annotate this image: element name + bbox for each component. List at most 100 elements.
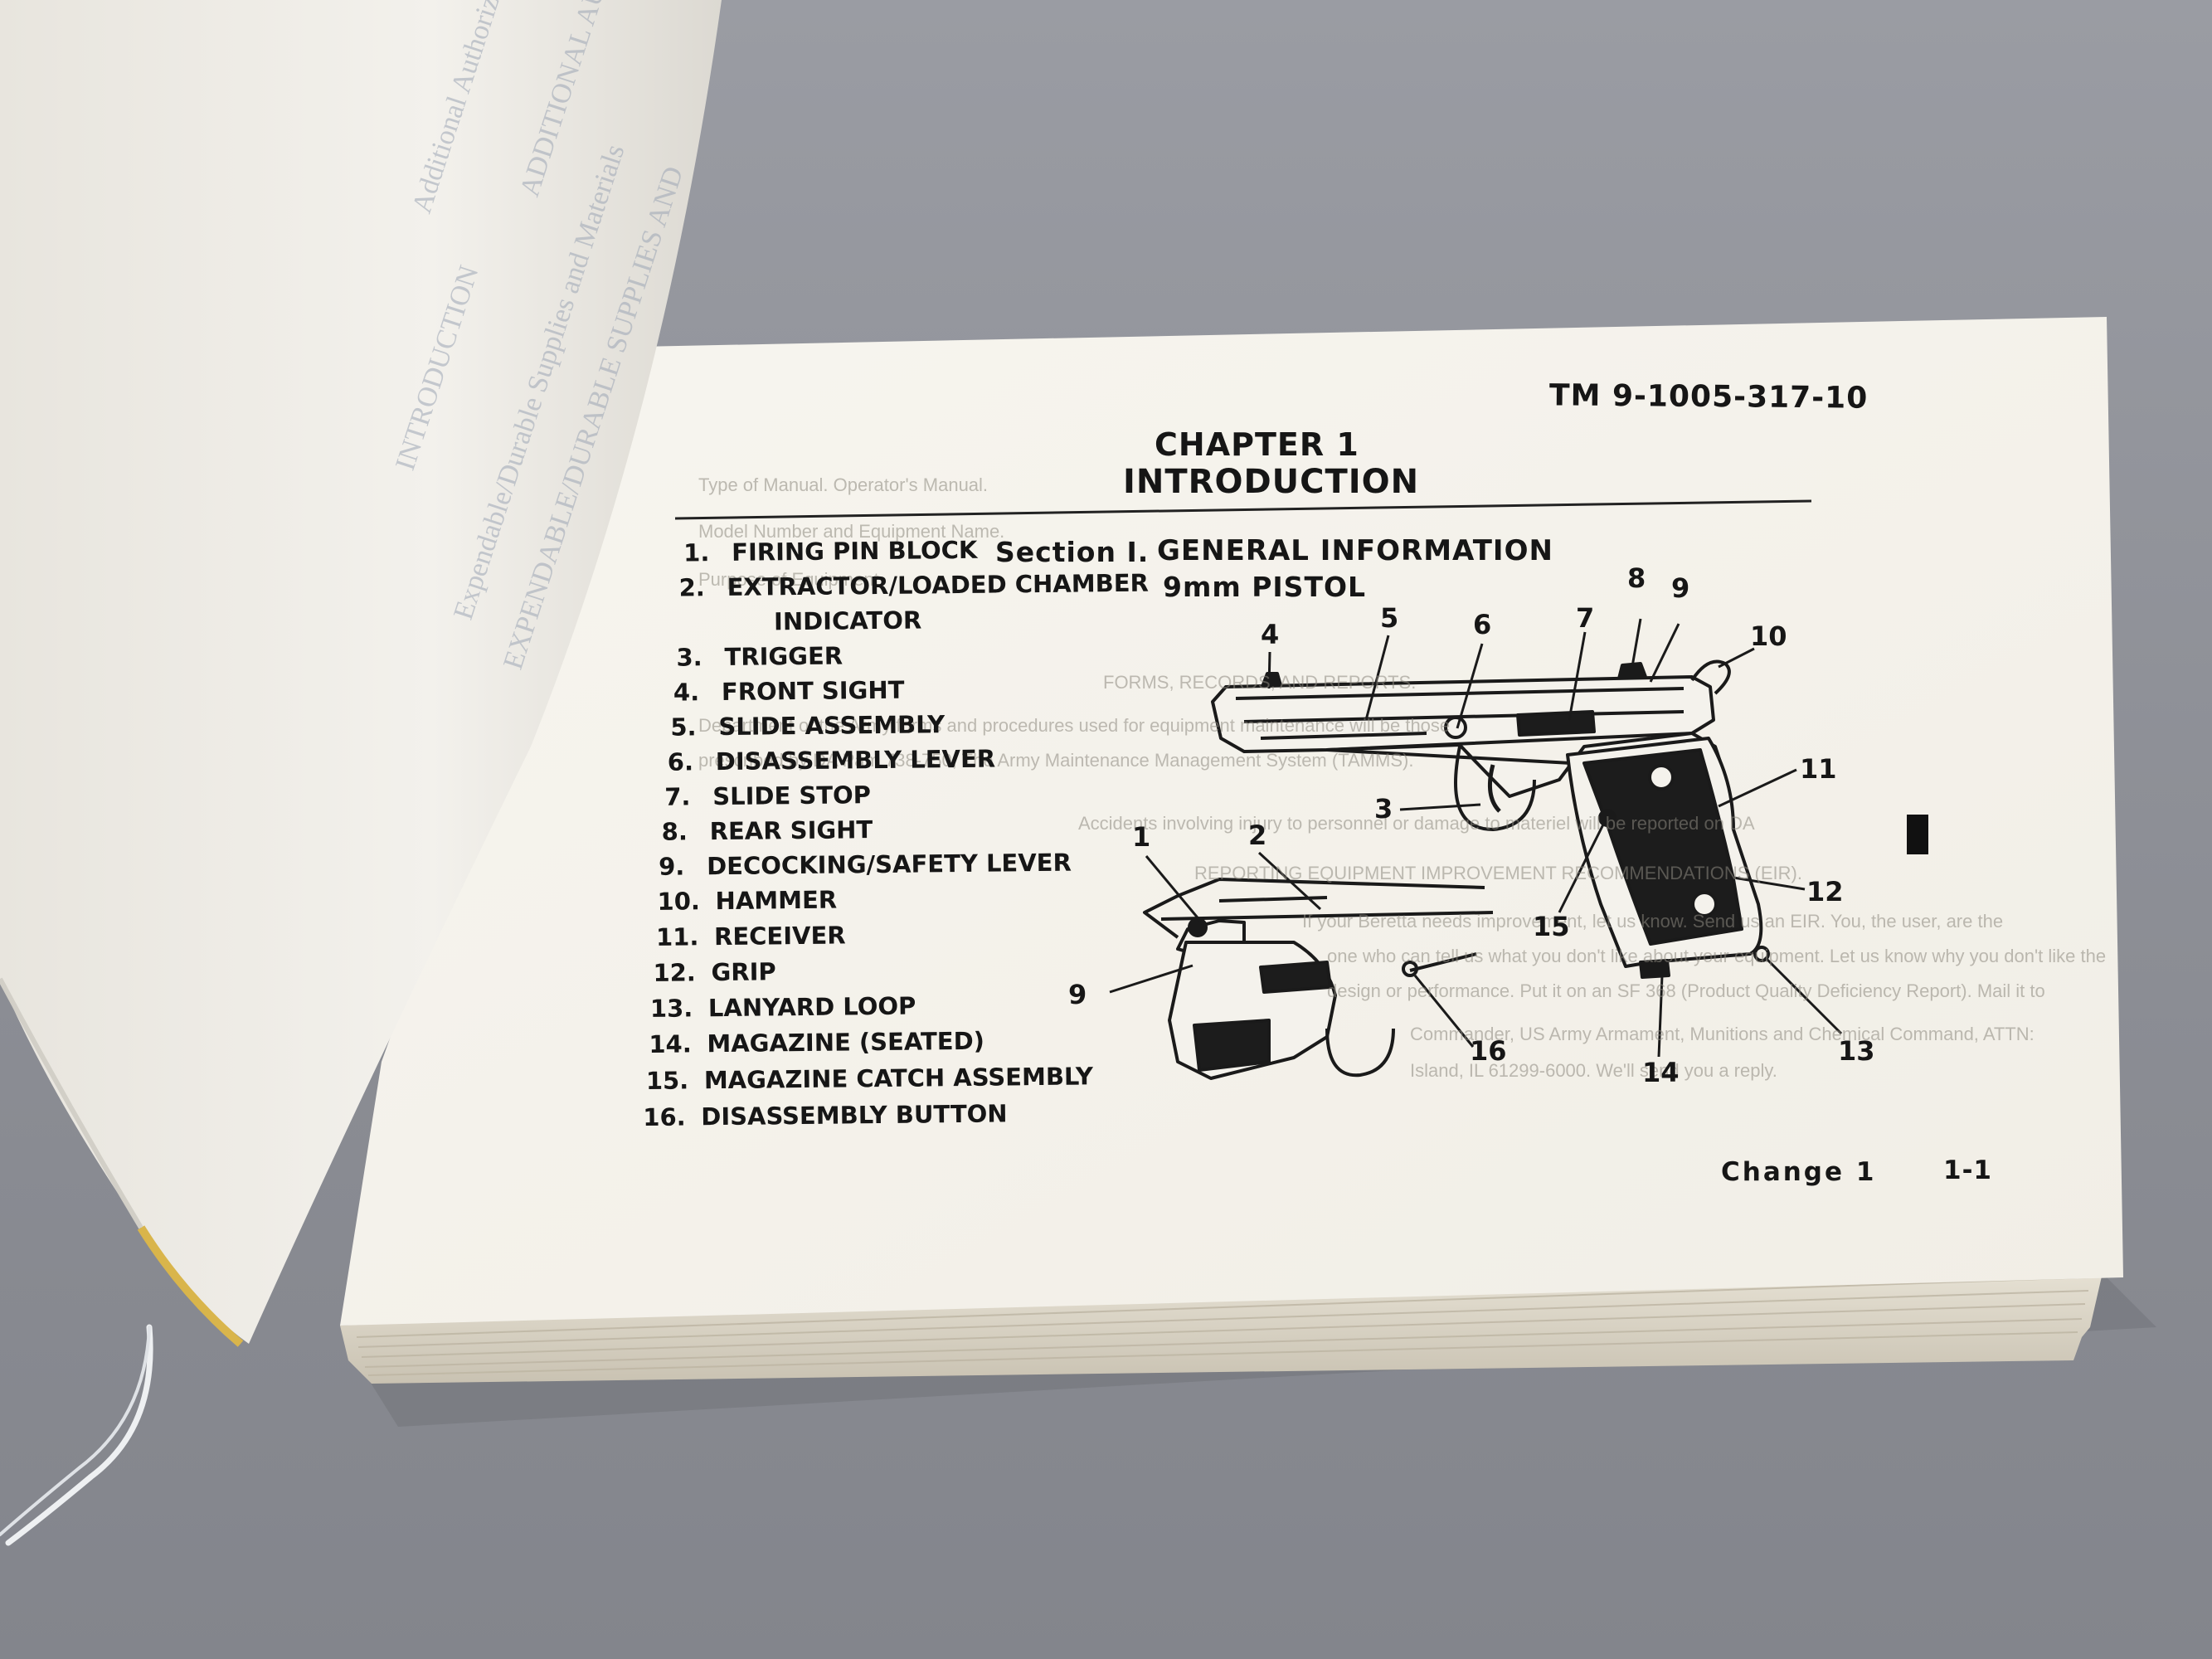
bleed-line: Department of the Army forms and procedu…: [698, 715, 1451, 736]
list-item: 11. RECEIVER: [656, 921, 846, 951]
item-number: 1.: [683, 538, 710, 567]
bleed-line: Commander, US Army Armament, Munitions a…: [1410, 1024, 2035, 1044]
pistol-illustration: [1211, 659, 1770, 979]
pistol-detail-illustration: [1143, 878, 1494, 1080]
bleed-line: Purpose of Equipment.: [698, 569, 884, 590]
item-number: 8.: [661, 817, 688, 846]
callout-number: 3: [1374, 793, 1393, 825]
list-item: 3. TRIGGER: [676, 641, 843, 671]
callout-number: 7: [1576, 602, 1595, 634]
item-number: 6.: [667, 747, 694, 776]
item-name: LANYARD LOOP: [707, 991, 916, 1023]
weapon-title: 9mm PISTOL: [1163, 571, 1367, 603]
callout-number: 9: [1068, 979, 1087, 1010]
item-number: 3.: [676, 643, 702, 672]
item-name: GRIP: [711, 957, 776, 987]
item-number: 4.: [673, 678, 700, 707]
left-page: [0, 0, 722, 1344]
list-item: 15. MAGAZINE CATCH ASSEMBLY: [646, 1062, 1093, 1095]
item-name: REAR SIGHT: [709, 815, 873, 846]
callout-leaders: [1109, 618, 1843, 1058]
item-number: 13.: [649, 994, 693, 1023]
page-stack-lines: [356, 1277, 2091, 1376]
callout-number: 4: [1261, 619, 1280, 650]
callout-number: 8: [1627, 562, 1646, 594]
document-id: TM 9-1005-317-10: [1548, 378, 1869, 416]
tab-marker: [1907, 815, 1928, 854]
callout-number: 16: [1470, 1035, 1507, 1067]
bleed-line: REPORTING EQUIPMENT IMPROVEMENT RECOMMEN…: [1194, 863, 1802, 883]
bleed-line: Island, IL 61299-6000. We'll send you a …: [1410, 1060, 1777, 1081]
list-item: 10. HAMMER: [657, 886, 837, 916]
callout-number: 1: [1132, 821, 1151, 853]
item-name: TRIGGER: [724, 641, 843, 671]
list-item: INDICATOR: [726, 606, 922, 635]
left-page-edge: [137, 1225, 244, 1347]
list-item: 1. FIRING PIN BLOCK: [683, 536, 978, 567]
callout-number: 11: [1800, 753, 1837, 785]
list-item: 6. DISASSEMBLY LEVER: [668, 745, 996, 776]
bleed-line: Model Number and Equipment Name.: [698, 521, 1005, 542]
section-label: Section I.: [995, 536, 1150, 568]
callout-number: 12: [1806, 876, 1844, 907]
bleed-line: FORMS, RECORDS, AND REPORTS.: [1103, 672, 1417, 693]
item-name: MAGAZINE (SEATED): [707, 1026, 985, 1058]
callout-number: 5: [1380, 602, 1399, 634]
item-number: 9.: [658, 852, 685, 881]
list-item: 9. DECOCKING/SAFETY LEVER: [659, 849, 1072, 881]
bleed-line: Type of Manual. Operator's Manual.: [698, 474, 989, 495]
section-title: GENERAL INFORMATION: [1157, 534, 1553, 567]
page-stack-edge: [340, 1259, 2103, 1384]
right-page: [340, 317, 2123, 1326]
bleed-line: If your Beretta needs improvement, let u…: [1302, 911, 2004, 932]
item-name: DECOCKING/SAFETY LEVER: [706, 848, 1072, 881]
list-item: 7. SLIDE STOP: [664, 781, 871, 811]
item-name: DISASSEMBLY BUTTON: [701, 1099, 1008, 1131]
item-name: INDICATOR: [773, 606, 922, 636]
list-item: 14. MAGAZINE (SEATED): [649, 1027, 984, 1058]
item-name: FIRING PIN BLOCK: [731, 535, 978, 567]
item-number: 7.: [664, 782, 691, 811]
bleed-line: prescribed by DA Pam 738-750, The Army M…: [698, 750, 1414, 771]
item-number: 11.: [655, 922, 699, 951]
page-number: 1-1: [1943, 1155, 1993, 1185]
heading-rule: [674, 499, 1812, 520]
binding-thread: [5, 1324, 153, 1546]
callout-number: 10: [1750, 620, 1787, 652]
item-number: 14.: [649, 1029, 692, 1058]
callout-number: 14: [1642, 1057, 1680, 1088]
list-item: 2. EXTRACTOR/LOADED CHAMBER: [678, 569, 1149, 602]
list-item: 16. DISASSEMBLY BUTTON: [643, 1099, 1008, 1131]
item-name: SLIDE STOP: [712, 781, 872, 811]
item-name: SLIDE ASSEMBLY: [718, 710, 946, 742]
item-name: HAMMER: [715, 885, 838, 916]
list-item: 4. FRONT SIGHT: [673, 676, 905, 707]
item-name: DISASSEMBLY LEVER: [715, 744, 996, 776]
callout-number: 2: [1248, 820, 1267, 851]
item-name: FRONT SIGHT: [721, 675, 905, 707]
item-name: RECEIVER: [713, 921, 846, 951]
callout-number: 9: [1671, 572, 1690, 604]
chapter-heading: CHAPTER 1: [1155, 426, 1359, 463]
list-item: 13. LANYARD LOOP: [650, 992, 916, 1023]
callout-number: 6: [1473, 609, 1492, 640]
bleed-line: one who can tell us what you don't like …: [1327, 946, 2107, 966]
bleed-line: design or performance. Put it on an SF 3…: [1327, 980, 2045, 1001]
bleed-line: Accidents involving injury to personnel …: [1078, 813, 1755, 834]
list-item: 5. SLIDE ASSEMBLY: [670, 710, 945, 741]
item-number: 5.: [670, 713, 697, 742]
item-name: EXTRACTOR/LOADED CHAMBER: [727, 568, 1150, 601]
chapter-title: INTRODUCTION: [1123, 463, 1420, 501]
item-number: 15.: [645, 1066, 689, 1095]
callout-number: 13: [1838, 1035, 1875, 1067]
item-name: MAGAZINE CATCH ASSEMBLY: [703, 1062, 1094, 1095]
list-item: 8. REAR SIGHT: [662, 815, 873, 846]
list-item: 12. GRIP: [653, 957, 776, 987]
item-number: 10.: [657, 887, 701, 916]
footer-change: Change 1: [1721, 1157, 1877, 1187]
item-number: 12.: [653, 958, 697, 987]
item-number: 2.: [678, 573, 705, 602]
item-number: 16.: [643, 1102, 686, 1132]
